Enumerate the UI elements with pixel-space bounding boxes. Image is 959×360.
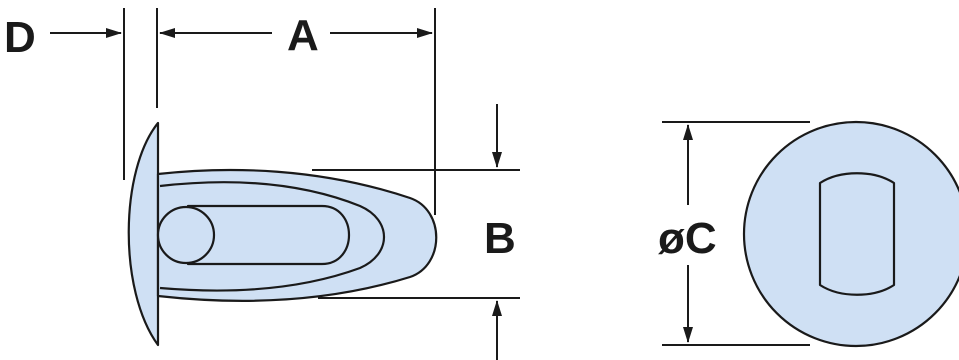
- dimension-lines: [50, 8, 520, 360]
- label-c: øC: [658, 214, 717, 263]
- label-d: D: [4, 13, 36, 62]
- side-view: [127, 121, 438, 347]
- end-view: [742, 120, 959, 348]
- end-view-slot: [818, 172, 896, 296]
- shank-slot: [186, 204, 351, 266]
- pin-circle: [156, 205, 216, 265]
- rivet-head: [127, 121, 160, 347]
- diameter-dimension: [662, 121, 810, 346]
- label-b: B: [484, 214, 516, 263]
- label-a: A: [287, 11, 319, 60]
- shank-inner-contour: [159, 181, 385, 292]
